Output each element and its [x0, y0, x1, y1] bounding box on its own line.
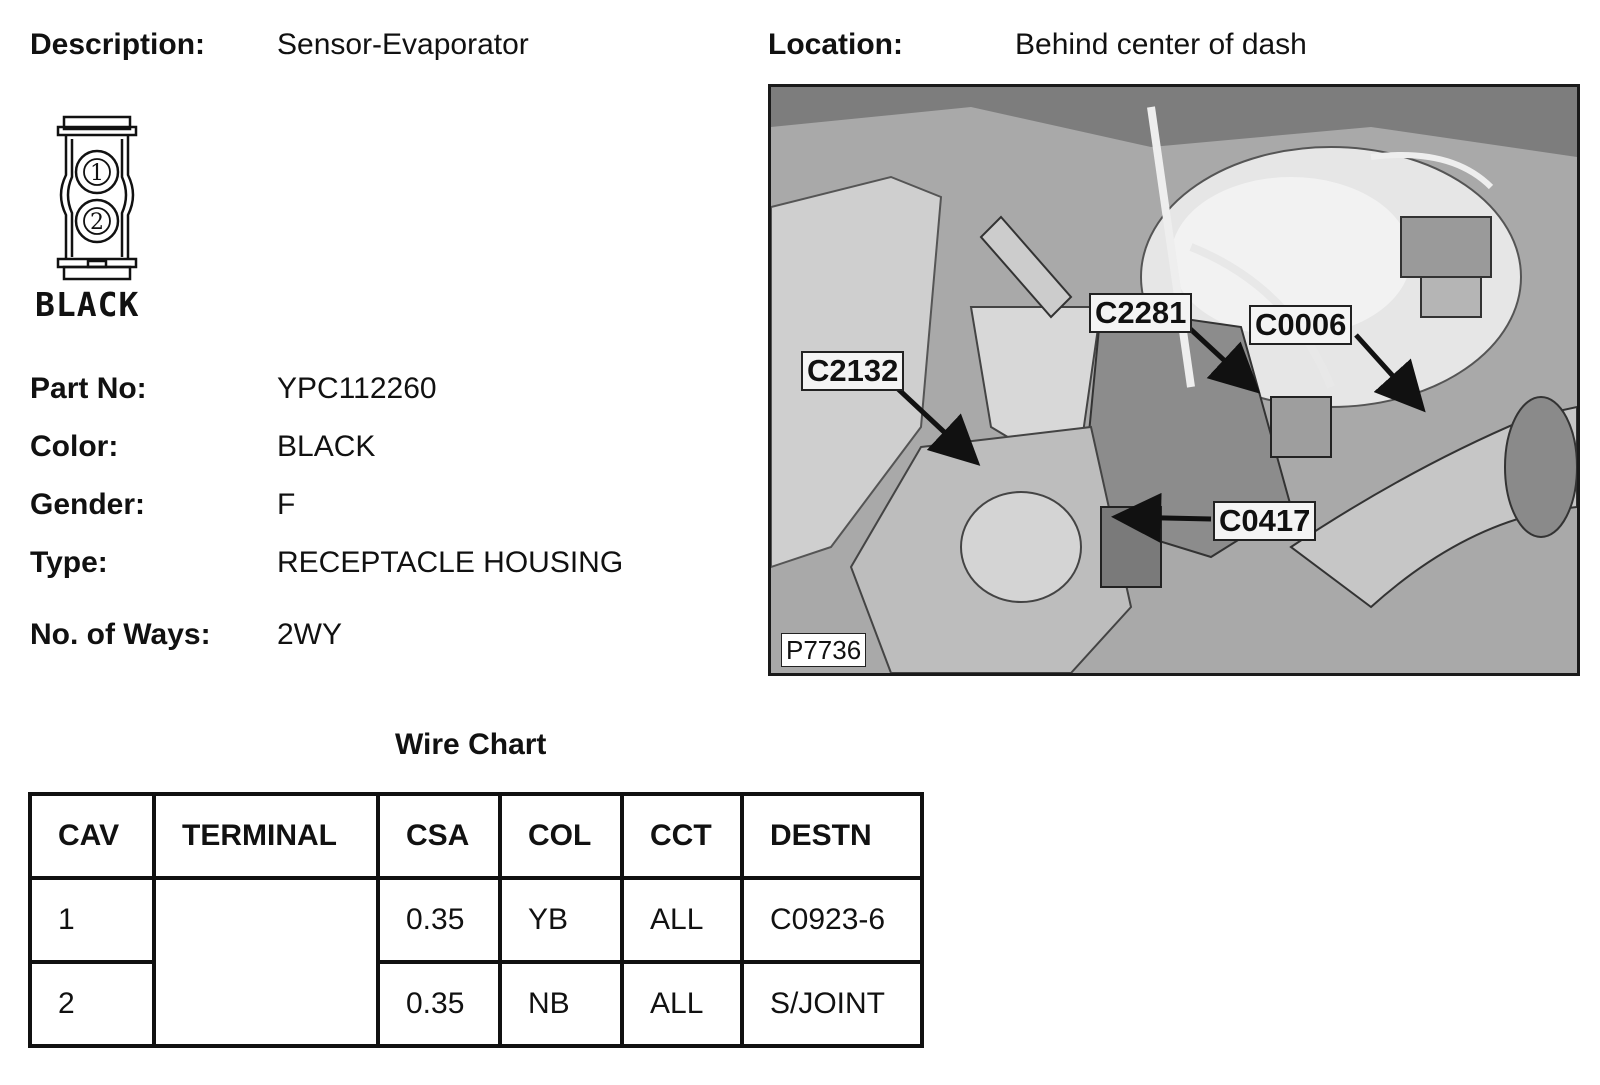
ways-label: No. of Ways: — [30, 618, 211, 651]
type-label: Type: — [30, 546, 108, 579]
part-no-label: Part No: — [30, 372, 147, 405]
photo-id-label: P7736 — [781, 633, 867, 667]
cavity-2: 2 — [74, 198, 120, 244]
header-col: COL — [498, 792, 624, 880]
header-csa: CSA — [376, 792, 502, 880]
table-row: 2 0.35 NB ALL S/JOINT — [28, 960, 924, 1048]
part-no-value: YPC112260 — [277, 372, 437, 405]
header-cct: CCT — [620, 792, 744, 880]
callout-c0006: C0006 — [1249, 305, 1353, 345]
cavity-1: 1 — [74, 149, 120, 195]
connector-face-diagram: 1 2 — [56, 115, 138, 281]
header-destn: DESTN — [740, 792, 924, 880]
cavity-1-number: 1 — [90, 161, 104, 186]
cell-cav: 2 — [28, 960, 156, 1048]
callout-c2281: C2281 — [1089, 293, 1193, 333]
type-value: RECEPTACLE HOUSING — [277, 546, 624, 579]
cell-destn: S/JOINT — [740, 960, 924, 1048]
cell-cct: ALL — [620, 960, 744, 1048]
wire-chart-table: CAV TERMINAL CSA COL CCT DESTN 1 0.35 YB… — [28, 792, 924, 1048]
connector-color-text: BLACK — [35, 285, 140, 324]
cell-destn: C0923-6 — [740, 876, 924, 964]
color-value: BLACK — [277, 430, 376, 463]
color-label: Color: — [30, 430, 119, 463]
table-header-row: CAV TERMINAL CSA COL CCT DESTN — [28, 792, 924, 880]
callout-c2132: C2132 — [801, 351, 905, 391]
gender-value: F — [277, 488, 296, 521]
wire-chart-title: Wire Chart — [395, 728, 547, 761]
cell-csa: 0.35 — [376, 960, 502, 1048]
header-terminal: TERMINAL — [152, 792, 380, 880]
location-label: Location: — [768, 28, 903, 61]
cell-col: YB — [498, 876, 624, 964]
cell-col: NB — [498, 960, 624, 1048]
callout-c0417: C0417 — [1213, 501, 1317, 541]
description-label: Description: — [30, 28, 206, 61]
dash-components-illustration — [771, 87, 1577, 673]
gender-label: Gender: — [30, 488, 146, 521]
location-photo: C2281 C0006 C2132 C0417 P7736 — [768, 84, 1580, 676]
cell-cct: ALL — [620, 876, 744, 964]
description-value: Sensor-Evaporator — [277, 28, 529, 61]
cell-cav: 1 — [28, 876, 156, 964]
cell-terminal — [152, 876, 380, 1048]
location-value: Behind center of dash — [1015, 28, 1307, 61]
ways-value: 2WY — [277, 618, 343, 651]
cavity-2-number: 2 — [90, 210, 104, 235]
cell-csa: 0.35 — [376, 876, 502, 964]
table-row: 1 0.35 YB ALL C0923-6 — [28, 876, 924, 1048]
header-cav: CAV — [28, 792, 156, 880]
